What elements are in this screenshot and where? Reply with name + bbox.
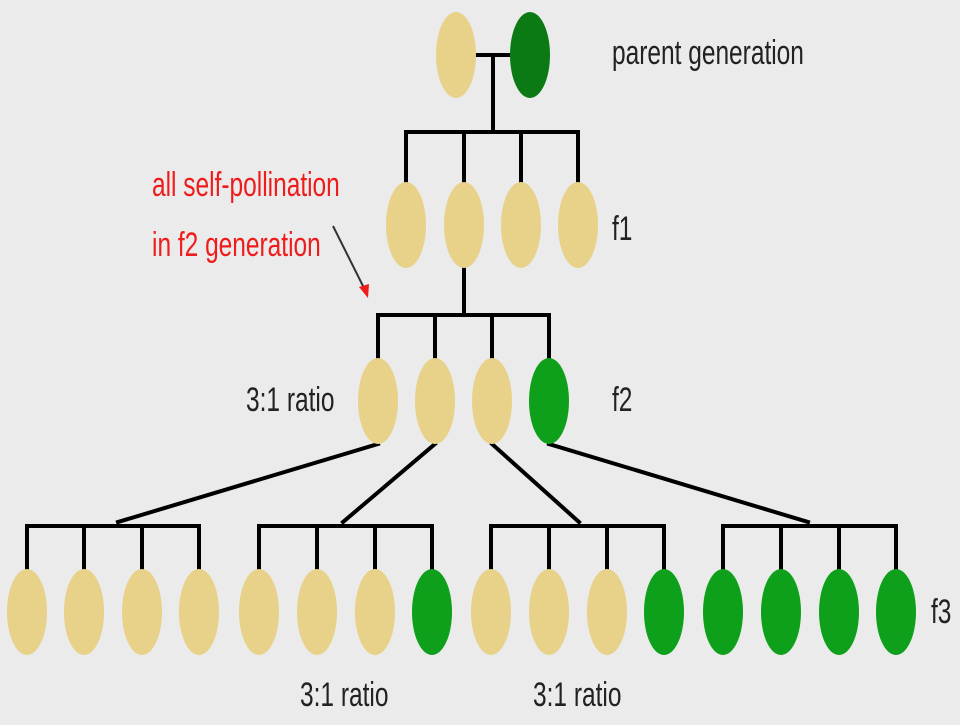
parent-plant-2 bbox=[510, 12, 550, 98]
f3-plant-3-4 bbox=[644, 569, 684, 655]
f3-plant-1-3 bbox=[122, 569, 162, 655]
f1-plant-3 bbox=[501, 182, 541, 268]
parent-plant-1 bbox=[436, 12, 476, 98]
parent-generation-label: parent generation bbox=[612, 34, 804, 72]
f3-plant-4-1 bbox=[703, 569, 743, 655]
f3-plant-3-2 bbox=[529, 569, 569, 655]
annotation-arrow-shaft bbox=[332, 225, 367, 293]
f1-label: f1 bbox=[612, 210, 633, 248]
plant-circles bbox=[7, 12, 916, 655]
f2-to-f3-line bbox=[489, 441, 582, 525]
connector-lines bbox=[25, 53, 898, 571]
f3-ratio-label-2: 3:1 ratio bbox=[533, 676, 622, 714]
f3-label: f3 bbox=[931, 593, 952, 631]
annotation-arrow-head bbox=[359, 284, 369, 298]
annotation-arrow bbox=[332, 225, 369, 298]
f3-plant-4-4 bbox=[876, 569, 916, 655]
f2-plant-3 bbox=[472, 358, 512, 444]
f3-plant-4-3 bbox=[819, 569, 859, 655]
f3-plant-3-3 bbox=[587, 569, 627, 655]
f1-plant-1 bbox=[386, 182, 426, 268]
f3-plant-2-1 bbox=[239, 569, 279, 655]
annotation-line-1: all self-pollination bbox=[152, 166, 340, 204]
f2-label: f2 bbox=[612, 381, 633, 419]
f2-ratio-label: 3:1 ratio bbox=[246, 381, 335, 419]
f3-ratio-label-1: 3:1 ratio bbox=[300, 676, 389, 714]
f2-plant-4 bbox=[529, 358, 569, 444]
f3-plant-2-2 bbox=[297, 569, 337, 655]
f2-to-f3-line bbox=[546, 441, 811, 525]
annotation-line-2: in f2 generation bbox=[152, 226, 321, 264]
f3-plant-2-4 bbox=[412, 569, 452, 655]
f1-plant-2 bbox=[444, 182, 484, 268]
f3-plant-1-1 bbox=[7, 569, 47, 655]
f3-plant-1-4 bbox=[179, 569, 219, 655]
f3-plant-3-1 bbox=[471, 569, 511, 655]
f2-to-f3-line bbox=[115, 441, 381, 525]
f3-plant-1-2 bbox=[64, 569, 104, 655]
f2-to-f3-line bbox=[340, 441, 438, 525]
f1-plant-4 bbox=[558, 182, 598, 268]
f2-plant-2 bbox=[415, 358, 455, 444]
f3-plant-4-2 bbox=[761, 569, 801, 655]
f2-plant-1 bbox=[358, 358, 398, 444]
f3-plant-2-3 bbox=[355, 569, 395, 655]
